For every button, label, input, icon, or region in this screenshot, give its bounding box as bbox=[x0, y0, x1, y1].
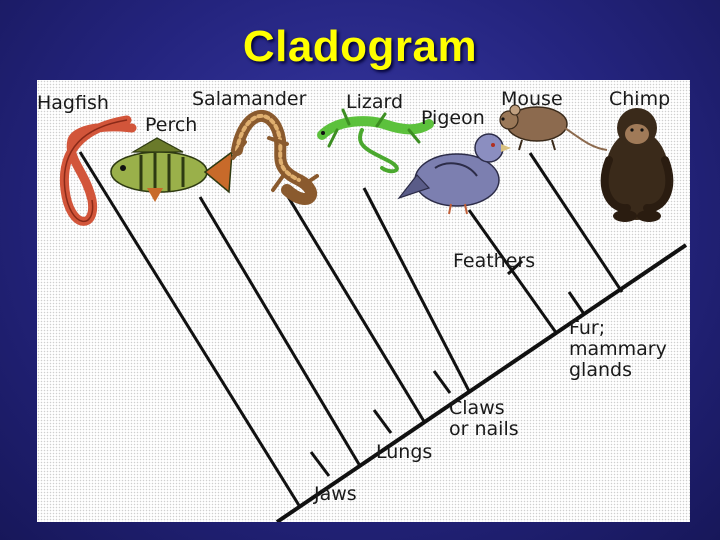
hagfish-illustration bbox=[59, 115, 137, 226]
mouse-illustration bbox=[499, 104, 608, 151]
tick-jaws bbox=[309, 451, 331, 477]
tick-feathers bbox=[506, 259, 524, 276]
label-hagfish: Hagfish bbox=[37, 92, 109, 114]
slide-title: Cladogram bbox=[242, 22, 478, 71]
label-lizard: Lizard bbox=[346, 91, 404, 113]
branch-mouse bbox=[528, 152, 624, 293]
pigeon-illustration bbox=[397, 133, 511, 215]
label-perch: Perch bbox=[145, 114, 198, 136]
cladogram-diagram bbox=[59, 104, 688, 522]
tick-claws bbox=[432, 370, 452, 394]
perch-illustration bbox=[110, 137, 233, 202]
label-trait-claws: Claws or nails bbox=[449, 397, 519, 440]
tick-lungs bbox=[372, 409, 393, 434]
lizard-illustration bbox=[317, 108, 434, 174]
cladogram-panel: Hagfish Perch Salamander Lizard Pigeon M… bbox=[37, 80, 690, 522]
trunk-line bbox=[275, 243, 688, 522]
branch-salamander bbox=[282, 189, 427, 424]
tick-fur bbox=[567, 291, 586, 315]
label-mouse: Mouse bbox=[501, 88, 563, 110]
label-trait-jaws: Jaws bbox=[314, 483, 357, 505]
chimp-illustration bbox=[600, 108, 674, 222]
salamander-illustration bbox=[231, 109, 319, 205]
branch-hagfish bbox=[78, 151, 302, 508]
label-chimp: Chimp bbox=[609, 88, 671, 110]
branch-pigeon bbox=[467, 209, 559, 335]
branch-lizard bbox=[362, 187, 472, 394]
label-trait-feathers: Feathers bbox=[453, 250, 536, 272]
branch-perch bbox=[198, 196, 362, 467]
label-pigeon: Pigeon bbox=[421, 107, 485, 129]
label-trait-fur: Fur; mammary glands bbox=[569, 317, 667, 381]
label-trait-lungs: Lungs bbox=[376, 441, 433, 463]
label-salamander: Salamander bbox=[192, 88, 307, 110]
